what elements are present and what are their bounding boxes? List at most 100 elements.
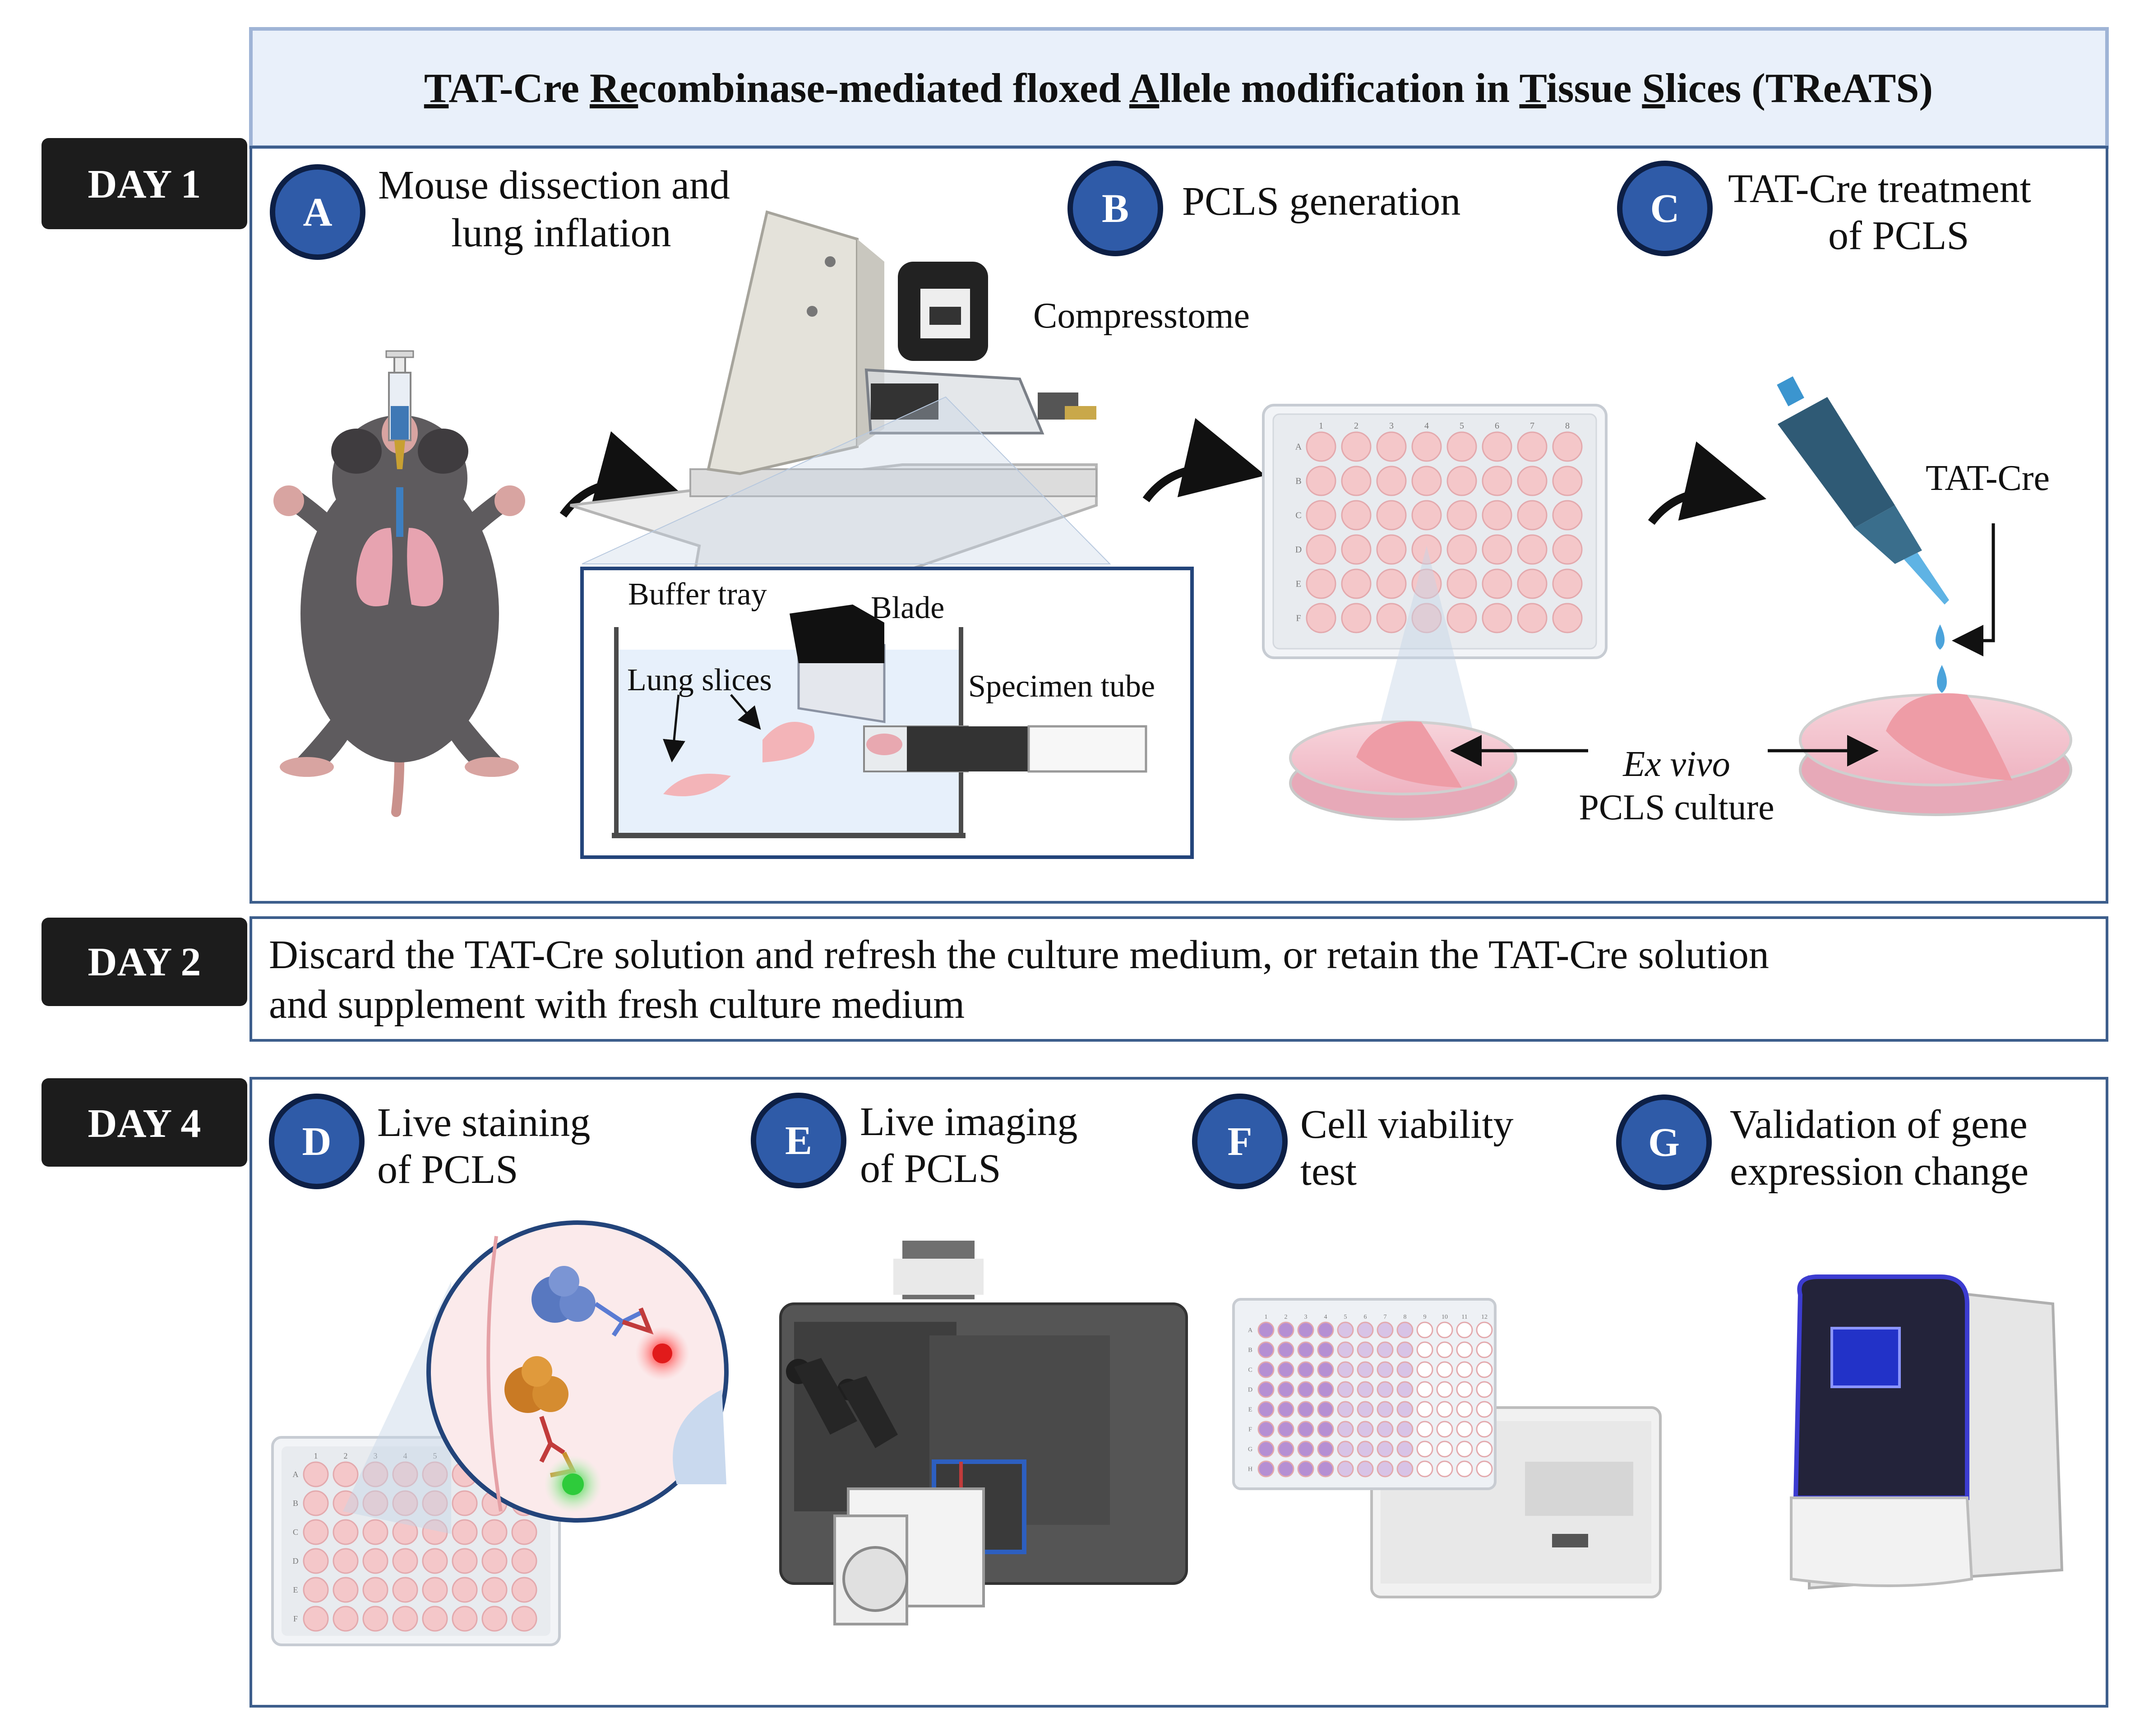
plate-well [1446, 603, 1477, 633]
plate-well [1337, 1381, 1354, 1398]
header-title: TAT-Cre Recombinase-mediated floxed Alle… [424, 65, 1933, 111]
plate-well [1257, 1401, 1275, 1418]
plate-well [1341, 603, 1372, 633]
step-b-letter: B [1102, 186, 1129, 231]
step-a-title-line1: Mouse dissection and [378, 163, 730, 208]
step-e-title-line2: of PCLS [860, 1146, 1001, 1191]
plate-well [1396, 1321, 1414, 1339]
plate-well [1297, 1401, 1314, 1418]
step-e: E Live imaging of PCLS [751, 1093, 1077, 1191]
plate-well [1396, 1381, 1414, 1398]
header-title-part: lices (TReATS) [1665, 65, 1933, 111]
plate-well [392, 1490, 418, 1516]
plate-well [511, 1606, 537, 1632]
plate-well [1277, 1421, 1294, 1438]
plate-well [1376, 466, 1407, 496]
plate-well [1297, 1460, 1314, 1477]
step-f-title-line1: Cell viability [1300, 1102, 1513, 1147]
compresstome-illustration [570, 210, 1111, 573]
plate-col-label: 3 [374, 1451, 378, 1460]
plate-well [1411, 534, 1442, 565]
plate-well [1257, 1341, 1275, 1358]
plate-well [392, 1548, 418, 1574]
plate-col-label: 1 [1319, 421, 1323, 431]
plate-well [1456, 1441, 1473, 1458]
day2-text-line1: Discard the TAT-Cre solution and refresh… [269, 933, 1769, 977]
plate-well [1317, 1401, 1334, 1418]
plate-row-label: A [1248, 1327, 1253, 1334]
plate-well [1517, 500, 1548, 531]
step-c-letter: C [1650, 186, 1680, 231]
plate-well [1357, 1381, 1374, 1398]
plate-well [1416, 1421, 1433, 1438]
plate-well [1476, 1321, 1493, 1339]
plate-well [1436, 1341, 1453, 1358]
plate-well [1277, 1401, 1294, 1418]
plate-row-label: F [1296, 614, 1301, 623]
plate-well [1306, 431, 1336, 462]
plate-col-label: 2 [1285, 1314, 1288, 1320]
plate-well [1297, 1321, 1314, 1339]
plate-well [392, 1577, 418, 1603]
plate-row-label: F [293, 1614, 298, 1623]
ex-vivo-label: Ex vivo [1622, 744, 1730, 784]
plate-well [452, 1577, 478, 1603]
plate-well [1317, 1381, 1334, 1398]
plate-row-label: H [1248, 1466, 1252, 1473]
pipette-illustration [1777, 376, 1949, 693]
step-a-title-line2: lung inflation [451, 211, 671, 255]
plate-well [1357, 1460, 1374, 1477]
plate-well [1436, 1460, 1453, 1477]
plate-well [1377, 1460, 1394, 1477]
plate-well [333, 1461, 359, 1487]
plate-well [452, 1519, 478, 1545]
plate-well [1257, 1421, 1275, 1438]
plate-well [1377, 1361, 1394, 1378]
plate-col-label: 2 [344, 1451, 348, 1460]
plate-col-label: 9 [1423, 1314, 1427, 1320]
plate-well [1396, 1341, 1414, 1358]
plate-well [422, 1606, 448, 1632]
pcls-culture-label: PCLS culture [1579, 788, 1774, 827]
plate-well [1297, 1361, 1314, 1378]
plate-well [1482, 431, 1512, 462]
plate-well [1357, 1401, 1374, 1418]
plate-well [1552, 466, 1583, 496]
plate-well [1446, 431, 1477, 462]
plate-well [422, 1461, 448, 1487]
plate-col-label: 7 [1384, 1314, 1387, 1320]
plate-well [1552, 568, 1583, 599]
lung-slices-label: Lung slices [627, 663, 772, 697]
header-title-part: A [1129, 65, 1159, 111]
step-b: B PCLS generation [1067, 161, 1460, 256]
plate-well [1416, 1321, 1433, 1339]
plate-well [303, 1461, 329, 1487]
plate-well [1376, 431, 1407, 462]
plate-well [1277, 1441, 1294, 1458]
plate-well [303, 1606, 329, 1632]
plate-well [452, 1490, 478, 1516]
plate-well [1436, 1361, 1453, 1378]
arrow-plate-to-c [1648, 441, 1767, 525]
plate-well [1277, 1341, 1294, 1358]
qpcr-instrument-illustration [1790, 1274, 2064, 1590]
plate-well [333, 1519, 359, 1545]
plate-well [1416, 1341, 1433, 1358]
plate-well [1396, 1441, 1414, 1458]
step-c: C TAT-Cre treatment of PCLS [1617, 161, 2031, 258]
plate-well [303, 1577, 329, 1603]
plate-well [1337, 1421, 1354, 1438]
plate-row-label: G [1248, 1446, 1252, 1453]
plate-well [1396, 1460, 1414, 1477]
tat-cre-label: TAT-Cre [1926, 458, 2050, 498]
mouse-illustration [273, 350, 525, 817]
plate-well [1482, 466, 1512, 496]
plate-well [452, 1548, 478, 1574]
plate-col-label: 7 [1530, 421, 1534, 431]
plate-well [1517, 568, 1548, 599]
petri-dish-right [1799, 693, 2072, 816]
plate-well [422, 1577, 448, 1603]
plate-well [1552, 500, 1583, 531]
